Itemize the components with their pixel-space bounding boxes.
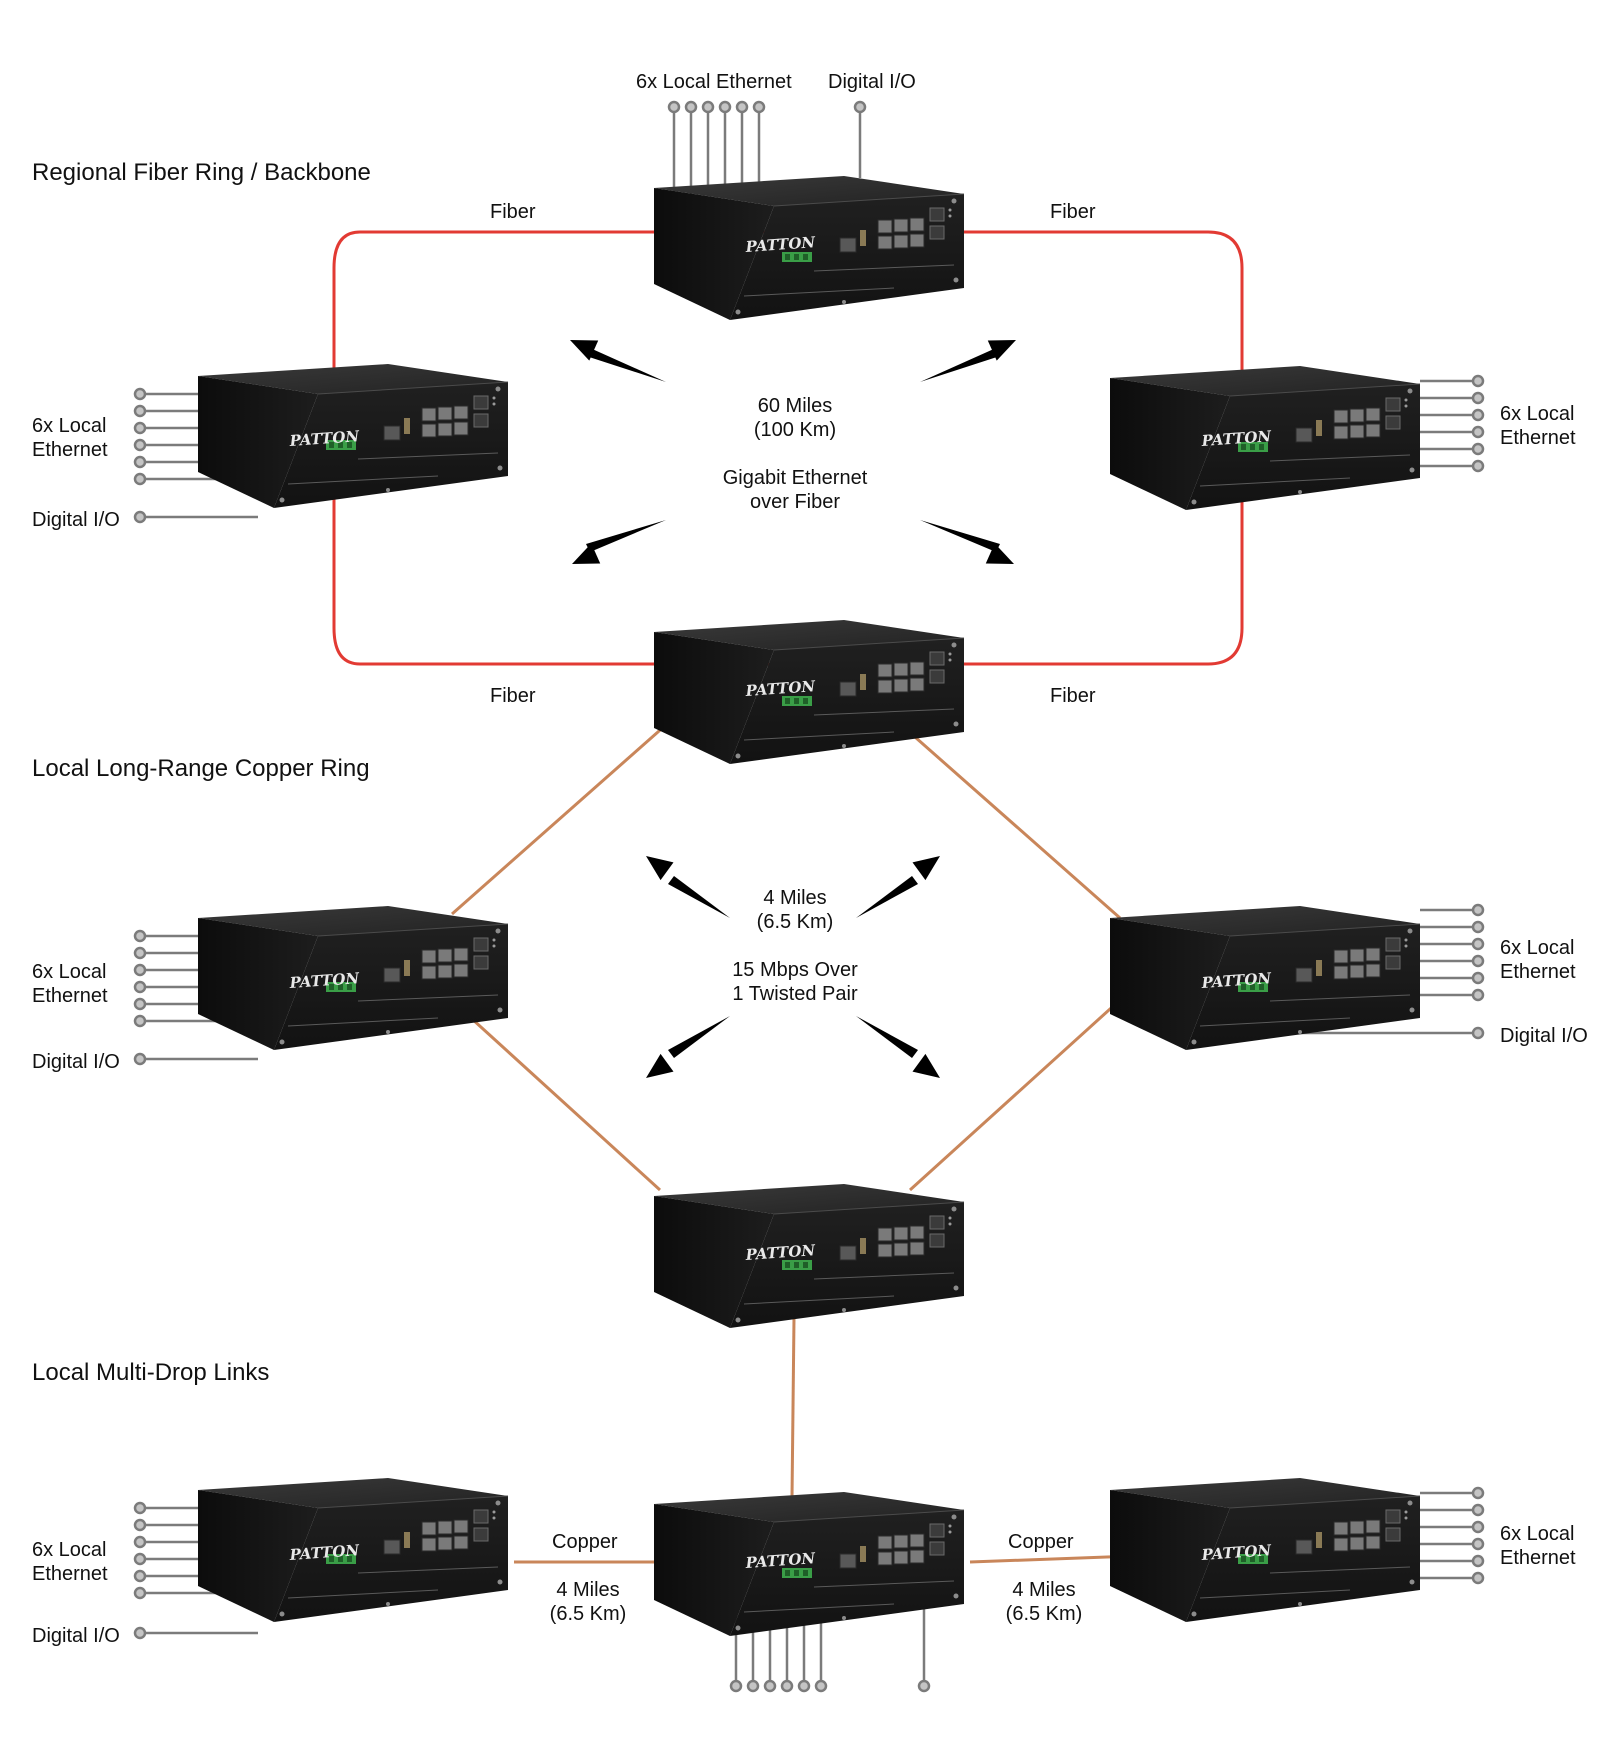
- port-stubs: [133, 100, 1485, 1693]
- arrow-up-right-icon: [920, 329, 1021, 382]
- arrow-up-left-icon: [639, 847, 730, 918]
- brand-logo: PATTON: [744, 1549, 817, 1572]
- fiber-distance-label: 60 Miles: [758, 395, 832, 417]
- digital-io-label: Digital I/O: [32, 1051, 120, 1073]
- ethernet-ports-label: 6x Local: [32, 415, 107, 437]
- brand-logo: PATTON: [288, 969, 361, 992]
- fiber-link-label: Fiber: [490, 201, 536, 223]
- brand-logo: PATTON: [744, 233, 817, 256]
- brand-logo: PATTON: [744, 1241, 817, 1264]
- ethernet-ports-label: 6x Local: [1500, 937, 1575, 959]
- arrow-down-right-icon: [856, 1016, 947, 1087]
- section-title-multidrop: Local Multi-Drop Links: [32, 1359, 269, 1386]
- section-title-fiber-ring: Regional Fiber Ring / Backbone: [32, 159, 371, 186]
- ethernet-ports-label: Ethernet: [1500, 961, 1576, 983]
- ethernet-ports-label: 6x Local Ethernet: [636, 71, 792, 93]
- arrow-down-left-icon: [639, 1016, 730, 1087]
- copper-link-label: Copper: [552, 1531, 618, 1553]
- brand-logo: PATTON: [288, 427, 361, 450]
- digital-io-label: Digital I/O: [32, 509, 120, 531]
- ethernet-ports-label: Ethernet: [1500, 1547, 1576, 1569]
- brand-logo: PATTON: [1200, 1541, 1273, 1564]
- copper-link-distance: 4 Miles: [1012, 1579, 1075, 1601]
- copper-link-label: Copper: [1008, 1531, 1074, 1553]
- copper-distance-label: 4 Miles: [763, 887, 826, 909]
- device-brand-labels: PATTON PATTON PATTON PATTON PATTON PATTO…: [288, 233, 1273, 1572]
- fiber-range-arrows: [565, 329, 1021, 575]
- brand-logo: PATTON: [1200, 427, 1273, 450]
- copper-speed-label: 15 Mbps Over: [732, 959, 858, 981]
- copper-ring: [451, 714, 1122, 1192]
- ethernet-ports-label: Ethernet: [32, 439, 108, 461]
- ethernet-ports-label: 6x Local: [32, 961, 107, 983]
- brand-logo: PATTON: [1200, 969, 1273, 992]
- fiber-medium-label: over Fiber: [750, 491, 840, 513]
- ethernet-ports-label: 6x Local: [1500, 403, 1575, 425]
- section-title-copper-ring: Local Long-Range Copper Ring: [32, 755, 370, 782]
- ethernet-ports-label: 6x Local: [1500, 1523, 1575, 1545]
- brand-logo: PATTON: [744, 677, 817, 700]
- arrow-down-left-icon: [567, 520, 666, 575]
- copper-distance-km-label: (6.5 Km): [757, 911, 834, 933]
- digital-io-label: Digital I/O: [1500, 1025, 1588, 1047]
- multidrop-links: [514, 1317, 1135, 1564]
- arrow-up-right-icon: [856, 847, 947, 918]
- arrow-up-left-icon: [565, 329, 666, 382]
- arrow-down-right-icon: [920, 520, 1019, 575]
- ethernet-ports-label: 6x Local: [32, 1539, 107, 1561]
- fiber-link-label: Fiber: [1050, 685, 1096, 707]
- copper-medium-label: 1 Twisted Pair: [732, 983, 858, 1005]
- copper-link-distance: 4 Miles: [556, 1579, 619, 1601]
- fiber-link-label: Fiber: [1050, 201, 1096, 223]
- ethernet-ports-label: Ethernet: [32, 985, 108, 1007]
- digital-io-label: Digital I/O: [32, 1625, 120, 1647]
- ethernet-ports-label: Ethernet: [32, 1563, 108, 1585]
- copper-range-arrows: [639, 847, 947, 1087]
- copper-link-distance-km: (6.5 Km): [550, 1603, 627, 1625]
- fiber-link-label: Fiber: [490, 685, 536, 707]
- fiber-distance-km-label: (100 Km): [754, 419, 836, 441]
- brand-logo: PATTON: [288, 1541, 361, 1564]
- fiber-speed-label: Gigabit Ethernet: [723, 467, 868, 489]
- copper-link-distance-km: (6.5 Km): [1006, 1603, 1083, 1625]
- digital-io-label: Digital I/O: [828, 71, 916, 93]
- ethernet-ports-label: Ethernet: [1500, 427, 1576, 449]
